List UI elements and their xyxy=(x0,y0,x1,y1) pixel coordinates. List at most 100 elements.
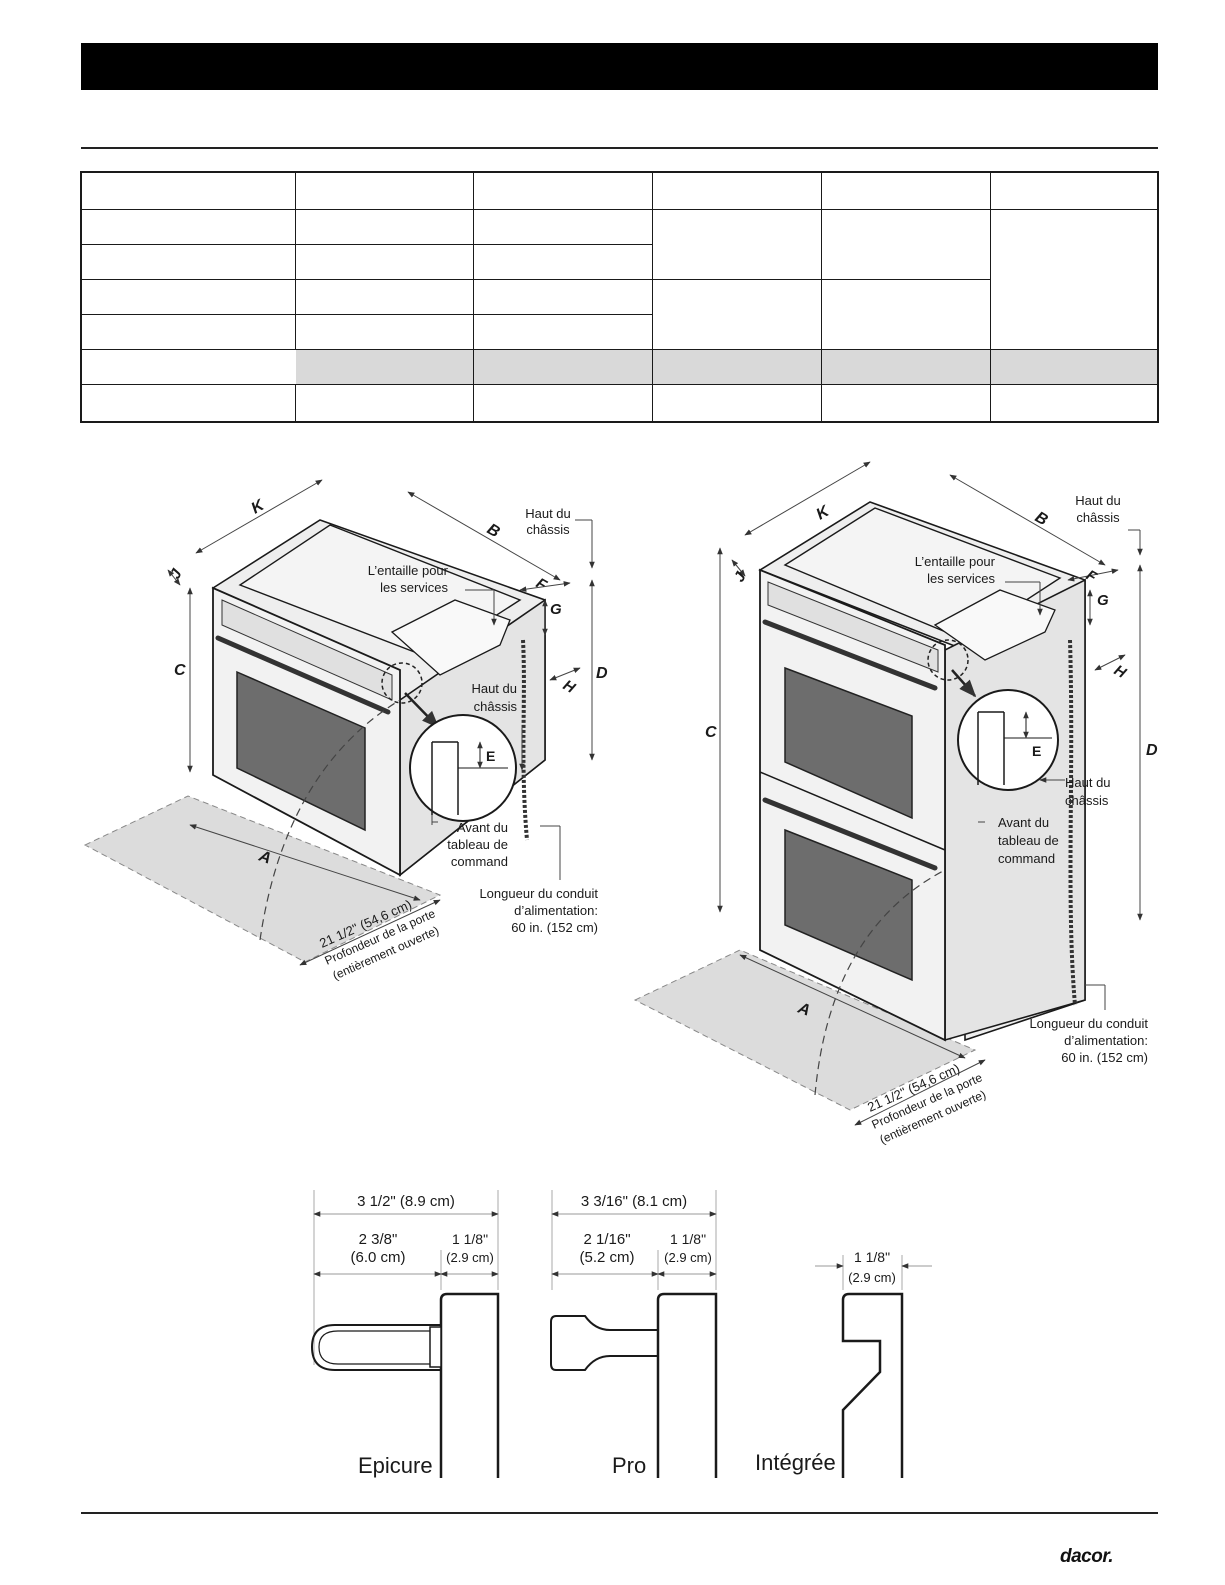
epicure-b1: 1 1/8" xyxy=(452,1231,488,1247)
table-cell xyxy=(296,245,474,280)
label-B: B xyxy=(1032,509,1051,530)
label-H: H xyxy=(560,677,579,698)
table-cell xyxy=(82,315,296,350)
table-cell xyxy=(474,385,653,421)
label-A: A xyxy=(256,847,274,867)
table-cell-shaded xyxy=(474,350,653,385)
table-cell xyxy=(82,245,296,280)
table-header-cell xyxy=(82,173,296,210)
integree-name: Intégrée xyxy=(755,1450,836,1475)
pro-b2: (2.9 cm) xyxy=(664,1250,712,1265)
header-rule xyxy=(81,147,1158,149)
pro-b1: 1 1/8" xyxy=(670,1231,706,1247)
pro-overall: 3 3/16" (8.1 cm) xyxy=(581,1193,687,1210)
table-cell-merged xyxy=(991,210,1157,350)
oven-window xyxy=(784,666,913,820)
label-C: C xyxy=(705,724,717,741)
table-cell-merged xyxy=(822,280,991,350)
conduit-text: Longueur du conduit xyxy=(479,886,598,901)
epicure-name: Epicure xyxy=(358,1453,433,1478)
integree-b2: (2.9 cm) xyxy=(848,1270,896,1285)
table-cell xyxy=(474,315,653,350)
panel-front-text: tableau de xyxy=(998,833,1059,848)
table-cell xyxy=(296,210,474,245)
inset-frame-text: Haut du xyxy=(1065,775,1111,790)
oven-side xyxy=(944,578,1086,1042)
table-cell-merged xyxy=(653,280,822,350)
conduit-text: d’alimentation: xyxy=(1064,1033,1148,1048)
table-cell xyxy=(822,385,991,421)
table-cell xyxy=(296,315,474,350)
table-cell-merged xyxy=(653,210,822,280)
table-cell xyxy=(296,280,474,315)
label-G: G xyxy=(1097,592,1109,609)
epicure-a2: (6.0 cm) xyxy=(350,1249,405,1266)
table-cell xyxy=(474,245,653,280)
notch-text: L’entaille pour xyxy=(368,563,449,578)
inset-frame-text: Haut du xyxy=(471,681,517,696)
panel-front-text: Avant du xyxy=(457,820,508,835)
handle-integree: 1 1/8" (2.9 cm) Intégrée xyxy=(755,1249,932,1478)
label-D: D xyxy=(596,665,608,682)
label-K: K xyxy=(814,502,834,523)
table-cell xyxy=(82,350,296,385)
label-C: C xyxy=(174,662,186,679)
label-H: H xyxy=(1111,662,1130,683)
pro-name: Pro xyxy=(612,1453,646,1478)
table-header-cell xyxy=(991,173,1157,210)
label-F: F xyxy=(533,575,550,595)
epicure-overall: 3 1/2" (8.9 cm) xyxy=(357,1193,455,1210)
oven-front xyxy=(759,568,946,1042)
label-J: J xyxy=(167,566,186,582)
control-panel xyxy=(221,599,393,701)
top-frame-text: châssis xyxy=(1076,510,1120,525)
panel-front-text: command xyxy=(998,851,1055,866)
table-cell-shaded xyxy=(653,350,822,385)
integree-b1: 1 1/8" xyxy=(854,1249,890,1265)
label-E: E xyxy=(1032,743,1041,759)
table-header-cell xyxy=(822,173,991,210)
table-cell xyxy=(82,385,296,421)
control-panel xyxy=(767,581,939,673)
double-oven-figure: K B J C F G H D A E Haut du châssis L’en… xyxy=(633,461,1158,1147)
detail-circle xyxy=(957,689,1059,791)
power-conduit xyxy=(521,639,529,841)
top-frame-text: Haut du xyxy=(525,506,571,521)
table-header-cell xyxy=(653,173,822,210)
label-D: D xyxy=(1146,742,1158,759)
table-cell-shaded xyxy=(991,350,1157,385)
table-cell-shaded xyxy=(822,350,991,385)
panel-front-text: command xyxy=(451,854,508,869)
inset-frame-text: châssis xyxy=(474,699,518,714)
conduit-text: 60 in. (152 cm) xyxy=(511,920,598,935)
top-frame-text: Haut du xyxy=(1075,493,1121,508)
footer-rule xyxy=(81,1512,1158,1514)
label-J: J xyxy=(731,569,750,585)
panel-front-text: tableau de xyxy=(447,837,508,852)
table-cell xyxy=(474,210,653,245)
service-notch xyxy=(390,599,511,676)
pro-a2: (5.2 cm) xyxy=(579,1249,634,1266)
conduit-text: Longueur du conduit xyxy=(1029,1016,1148,1031)
detail-marker xyxy=(927,639,969,681)
door-handle xyxy=(762,619,938,691)
label-G: G xyxy=(550,601,562,618)
single-oven-figure: K B J C F G H D A E Haut du châssis L’en… xyxy=(83,479,608,983)
door-handle xyxy=(215,635,391,715)
label-E: E xyxy=(486,748,495,764)
dacor-logo: dacor. xyxy=(1060,1546,1113,1567)
notch-text: L’entaille pour xyxy=(915,554,996,569)
pro-a1: 2 1/16" xyxy=(583,1231,630,1248)
door-handle xyxy=(762,797,938,871)
handle-pro: 3 3/16" (8.1 cm) 2 1/16" (5.2 cm) 1 1/8"… xyxy=(550,1190,718,1478)
handle-epicure: 3 1/2" (8.9 cm) 2 3/8" (6.0 cm) 1 1/8" (… xyxy=(310,1190,500,1478)
table-header-cell xyxy=(296,173,474,210)
panel-front-text: Avant du xyxy=(998,815,1049,830)
notch-text: les services xyxy=(380,580,448,595)
table-cell xyxy=(653,385,822,421)
conduit-text: 60 in. (152 cm) xyxy=(1061,1050,1148,1065)
spec-table xyxy=(80,171,1159,423)
table-cell xyxy=(474,280,653,315)
table-cell xyxy=(82,280,296,315)
